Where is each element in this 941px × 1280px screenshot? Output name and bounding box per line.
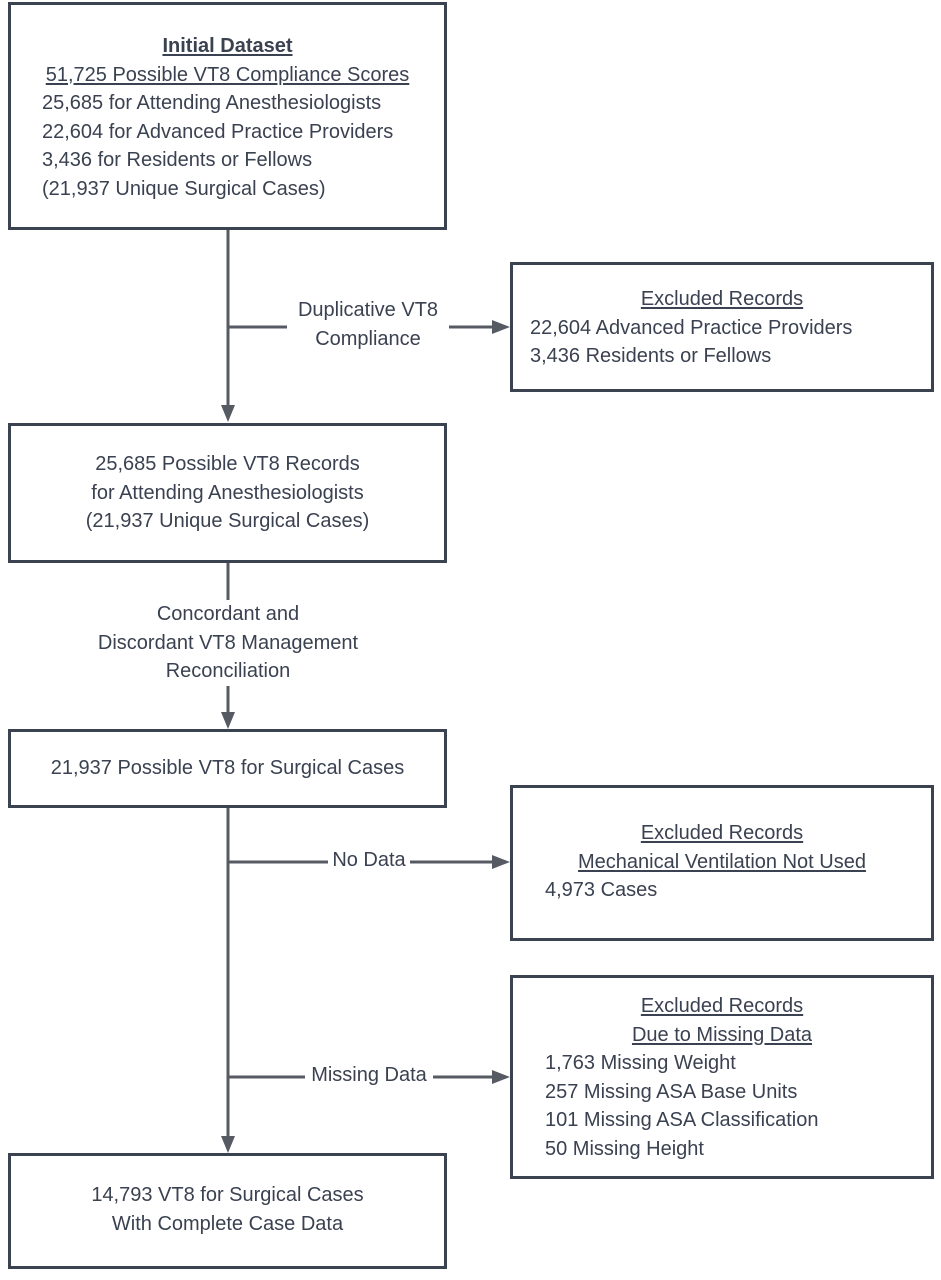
- missing-weight-count: 1,763 Missing Weight: [545, 1052, 736, 1074]
- excluded-missing-box: Excluded Records Due to Missing Data 1,7…: [510, 975, 934, 1179]
- attending-records-line-3: (21,937 Unique Surgical Cases): [85, 510, 370, 532]
- arrowhead-excluded-providers: [492, 320, 510, 334]
- excluded-ventilation-heading: Excluded Records: [640, 822, 804, 844]
- arrowhead-surgical: [221, 712, 235, 729]
- attending-records-line-2: for Attending Anesthesiologists: [91, 481, 364, 504]
- final-cases-line-2: With Complete Case Data: [111, 1212, 344, 1235]
- reconciliation-label: Concordant and Discordant VT8 Management…: [78, 600, 378, 686]
- no-data-label: No Data: [328, 846, 410, 875]
- reconciliation-label-line-3: Reconciliation: [165, 660, 291, 682]
- initial-dataset-residents: 3,436 for Residents or Fellows: [42, 149, 313, 171]
- duplicative-label: Duplicative VT8 Compliance: [287, 296, 449, 353]
- excluded-missing-reason: Due to Missing Data: [631, 1023, 813, 1046]
- excluded-residents-count: 3,436 Residents or Fellows: [530, 345, 772, 367]
- initial-dataset-heading: Initial Dataset: [162, 35, 293, 57]
- missing-asa-base-units-count: 257 Missing ASA Base Units: [545, 1080, 798, 1103]
- initial-dataset-unique-cases: (21,937 Unique Surgical Cases): [42, 177, 326, 200]
- arrowhead-excluded-ventilation: [492, 855, 510, 869]
- excluded-ventilation-box: Excluded Records Mechanical Ventilation …: [510, 785, 934, 941]
- final-cases-line-1: 14,793 VT8 for Surgical Cases: [91, 1184, 364, 1206]
- surgical-cases-box: 21,937 Possible VT8 for Surgical Cases: [8, 729, 447, 808]
- initial-dataset-attending: 25,685 for Attending Anesthesiologists: [42, 92, 382, 114]
- reconciliation-label-line-2: Discordant VT8 Management: [97, 631, 359, 654]
- initial-dataset-box: Initial Dataset 51,725 Possible VT8 Comp…: [8, 2, 447, 230]
- excluded-missing-heading: Excluded Records: [640, 995, 804, 1017]
- excluded-app-count: 22,604 Advanced Practice Providers: [530, 316, 853, 339]
- reconciliation-label-line-1: Concordant and: [156, 603, 300, 625]
- initial-dataset-app: 22,604 for Advanced Practice Providers: [42, 120, 394, 143]
- attending-records-line-1: 25,685 Possible VT8 Records: [95, 453, 360, 475]
- excluded-ventilation-reason: Mechanical Ventilation Not Used: [578, 850, 866, 873]
- attending-records-box: 25,685 Possible VT8 Records for Attendin…: [8, 423, 447, 563]
- missing-asa-classification-count: 101 Missing ASA Classification: [545, 1109, 819, 1131]
- arrowhead-attending: [221, 405, 235, 422]
- arrowhead-excluded-missing: [492, 1070, 510, 1084]
- initial-dataset-total: 51,725 Possible VT8 Compliance Scores: [45, 63, 410, 86]
- duplicative-label-line-1: Duplicative VT8: [297, 299, 439, 321]
- arrowhead-final: [221, 1136, 235, 1153]
- missing-height-count: 50 Missing Height: [545, 1137, 704, 1160]
- excluded-ventilation-count: 4,973 Cases: [545, 879, 658, 901]
- duplicative-label-line-2: Compliance: [315, 327, 421, 350]
- excluded-providers-box: Excluded Records 22,604 Advanced Practic…: [510, 262, 934, 392]
- excluded-providers-heading: Excluded Records: [640, 288, 804, 310]
- missing-data-label: Missing Data: [305, 1061, 433, 1090]
- surgical-cases-text: 21,937 Possible VT8 for Surgical Cases: [50, 757, 405, 779]
- final-cases-box: 14,793 VT8 for Surgical Cases With Compl…: [8, 1153, 447, 1269]
